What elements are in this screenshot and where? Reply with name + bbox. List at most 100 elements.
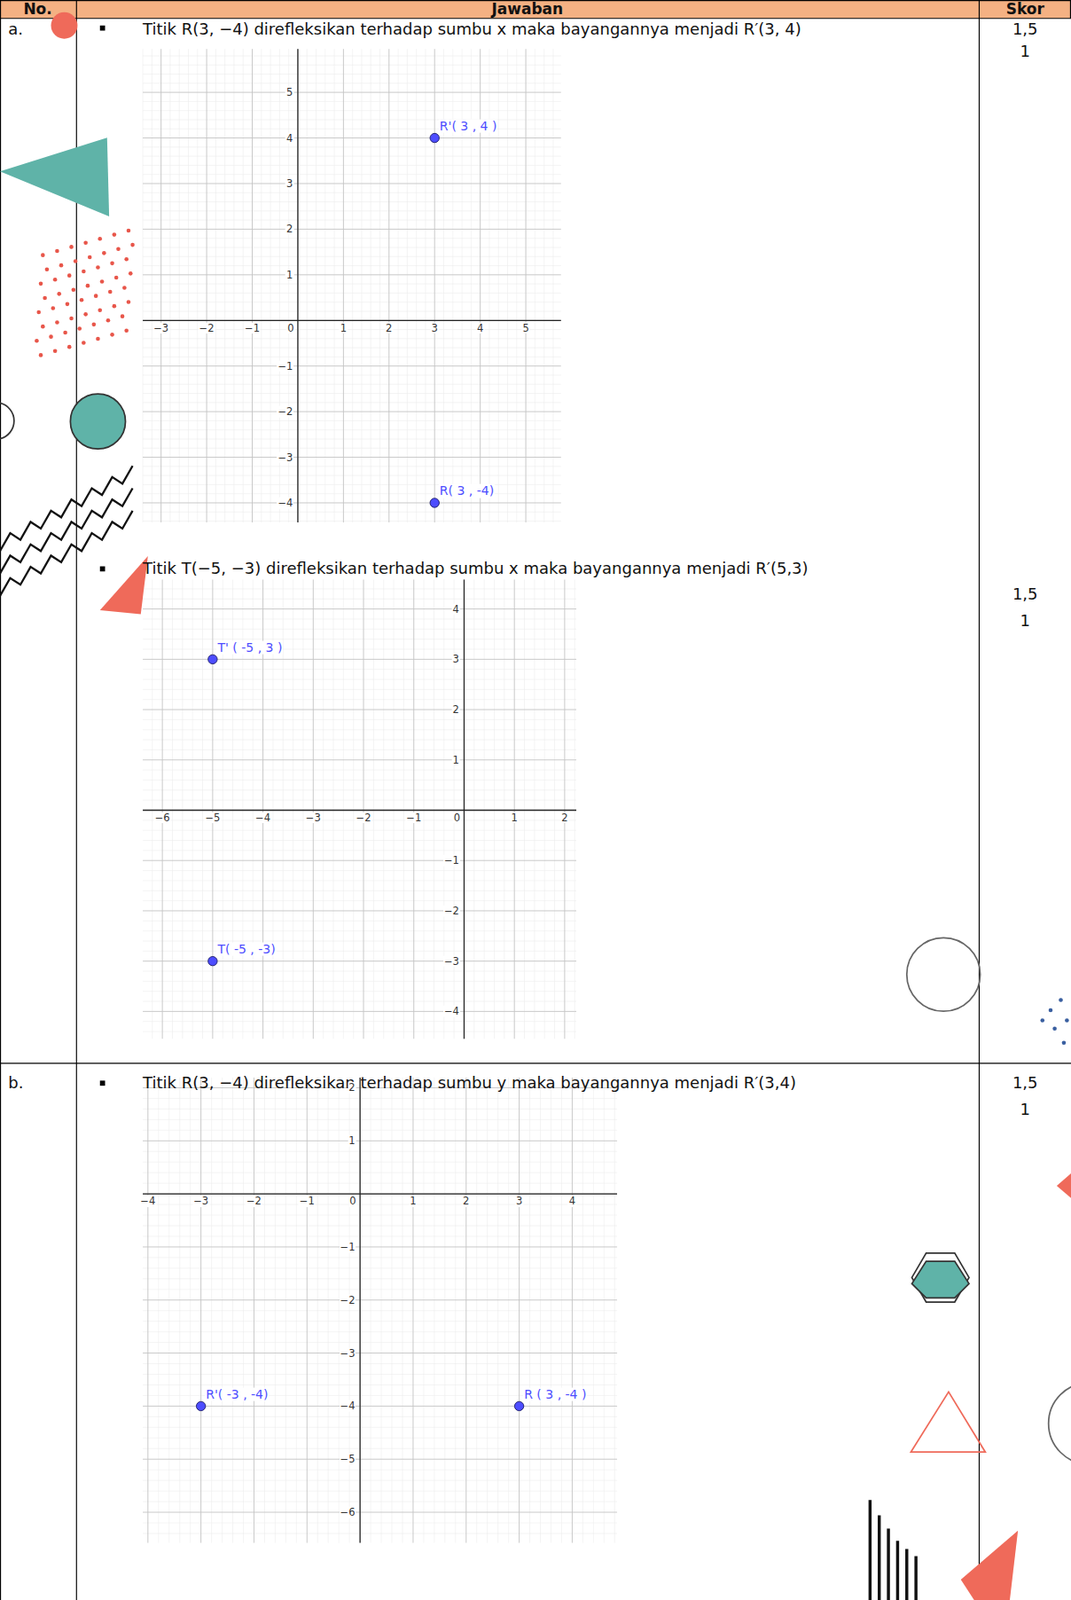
score: 1,5: [1012, 19, 1039, 40]
deco-triangle: [1056, 1172, 1071, 1198]
point-dot: [429, 132, 439, 142]
grid-line: [196, 48, 198, 523]
grid-line: [498, 48, 500, 523]
grid-line: [539, 1077, 541, 1543]
grid-line: [142, 156, 562, 157]
grid-line: [142, 1193, 618, 1195]
grid-line: [142, 283, 562, 285]
axis-tick: 3: [285, 178, 294, 190]
grid-line: [603, 1077, 605, 1543]
grid-line: [142, 587, 577, 589]
grid-line: [142, 401, 562, 403]
grid-line: [142, 48, 144, 523]
grid-line: [142, 1288, 618, 1290]
grid-line: [151, 578, 153, 1039]
axis-tick: 0: [348, 1195, 357, 1207]
grid-line: [142, 219, 562, 221]
grid-line: [142, 1097, 618, 1099]
grid-line: [296, 1077, 298, 1543]
deco-dot: [39, 352, 44, 358]
grid-line: [306, 1077, 308, 1543]
grid-line: [363, 578, 365, 1039]
deco-dot: [1048, 1008, 1054, 1013]
grid-line: [142, 638, 577, 640]
grid-line: [142, 1266, 618, 1268]
deco-dot: [106, 318, 111, 323]
deco-dot: [53, 277, 58, 282]
grid-line: [142, 447, 562, 449]
axis-tick: 2: [384, 322, 393, 335]
deco-dot: [34, 338, 40, 344]
deco-dot: [128, 271, 133, 276]
grid-line: [465, 1077, 467, 1543]
table-rule: [0, 1062, 979, 1064]
grid-line: [142, 484, 562, 485]
axis-tick: −6: [154, 812, 172, 824]
grid-line: [312, 578, 314, 1039]
grid-line: [142, 617, 577, 619]
deco-dot: [1058, 997, 1064, 1002]
deco-dot: [56, 291, 62, 297]
grid-line: [324, 48, 326, 523]
deco-dot: [116, 246, 121, 251]
grid-line: [142, 437, 562, 439]
grid-line: [168, 1077, 170, 1543]
grid-line: [142, 1245, 618, 1247]
grid-line: [574, 578, 576, 1039]
grid-line: [142, 73, 562, 75]
grid-line: [529, 1077, 531, 1543]
axis-tick: 1: [452, 753, 461, 766]
grid-line: [423, 578, 425, 1039]
deco-dot: [112, 304, 118, 309]
grid-line: [406, 48, 408, 523]
grid-line: [497, 1077, 499, 1543]
grid-line: [142, 799, 577, 801]
score: 1: [1019, 41, 1030, 62]
grid-line: [370, 48, 372, 523]
axis-tick: 4: [568, 1195, 577, 1207]
decorations: [0, 12, 1071, 1600]
axis-tick: 2: [347, 1081, 356, 1094]
grid-line: [142, 246, 562, 248]
grid-line: [147, 1077, 149, 1543]
axis-tick: −4: [339, 1399, 357, 1412]
grid-line: [359, 1077, 361, 1543]
grid-line: [142, 1415, 618, 1417]
grid-line: [486, 1077, 488, 1543]
grid-line: [302, 578, 304, 1039]
deco-dot: [1062, 1040, 1067, 1046]
grid-line: [260, 48, 262, 523]
grid-line: [142, 1235, 618, 1236]
deco-dot: [95, 265, 101, 270]
grid-line: [518, 1077, 520, 1543]
deco-triangle: [0, 137, 110, 217]
axis-tick: −2: [443, 905, 461, 917]
grid-line: [142, 909, 577, 911]
deco-dot: [83, 241, 88, 246]
grid-line: [142, 1129, 618, 1131]
axis-tick: 2: [285, 223, 294, 235]
axis-tick: −2: [355, 812, 373, 824]
grid-line: [614, 1077, 616, 1543]
grid-line: [142, 1256, 618, 1258]
axis-tick: −1: [298, 1195, 316, 1207]
grid-line: [211, 1077, 212, 1543]
table-rule: [978, 0, 980, 1600]
y-axis: [359, 1077, 360, 1543]
grid-line: [453, 578, 455, 1039]
grid-line: [552, 48, 554, 523]
grid-line: [412, 1077, 414, 1543]
grid-line: [544, 578, 546, 1039]
deco-dot: [40, 324, 46, 329]
grid-line: [142, 849, 577, 851]
answer-text: Titik T(−5, −3) direfleksikan terhadap s…: [142, 558, 809, 579]
grid-line: [142, 920, 577, 922]
grid-line: [142, 1118, 618, 1120]
axis-tick: −4: [254, 812, 272, 824]
axis-tick: −3: [304, 812, 322, 824]
grid-line: [200, 1077, 202, 1543]
grid-line: [473, 578, 475, 1039]
grid-line: [533, 578, 535, 1039]
grid-line: [179, 1077, 180, 1543]
grid-line: [142, 939, 577, 941]
